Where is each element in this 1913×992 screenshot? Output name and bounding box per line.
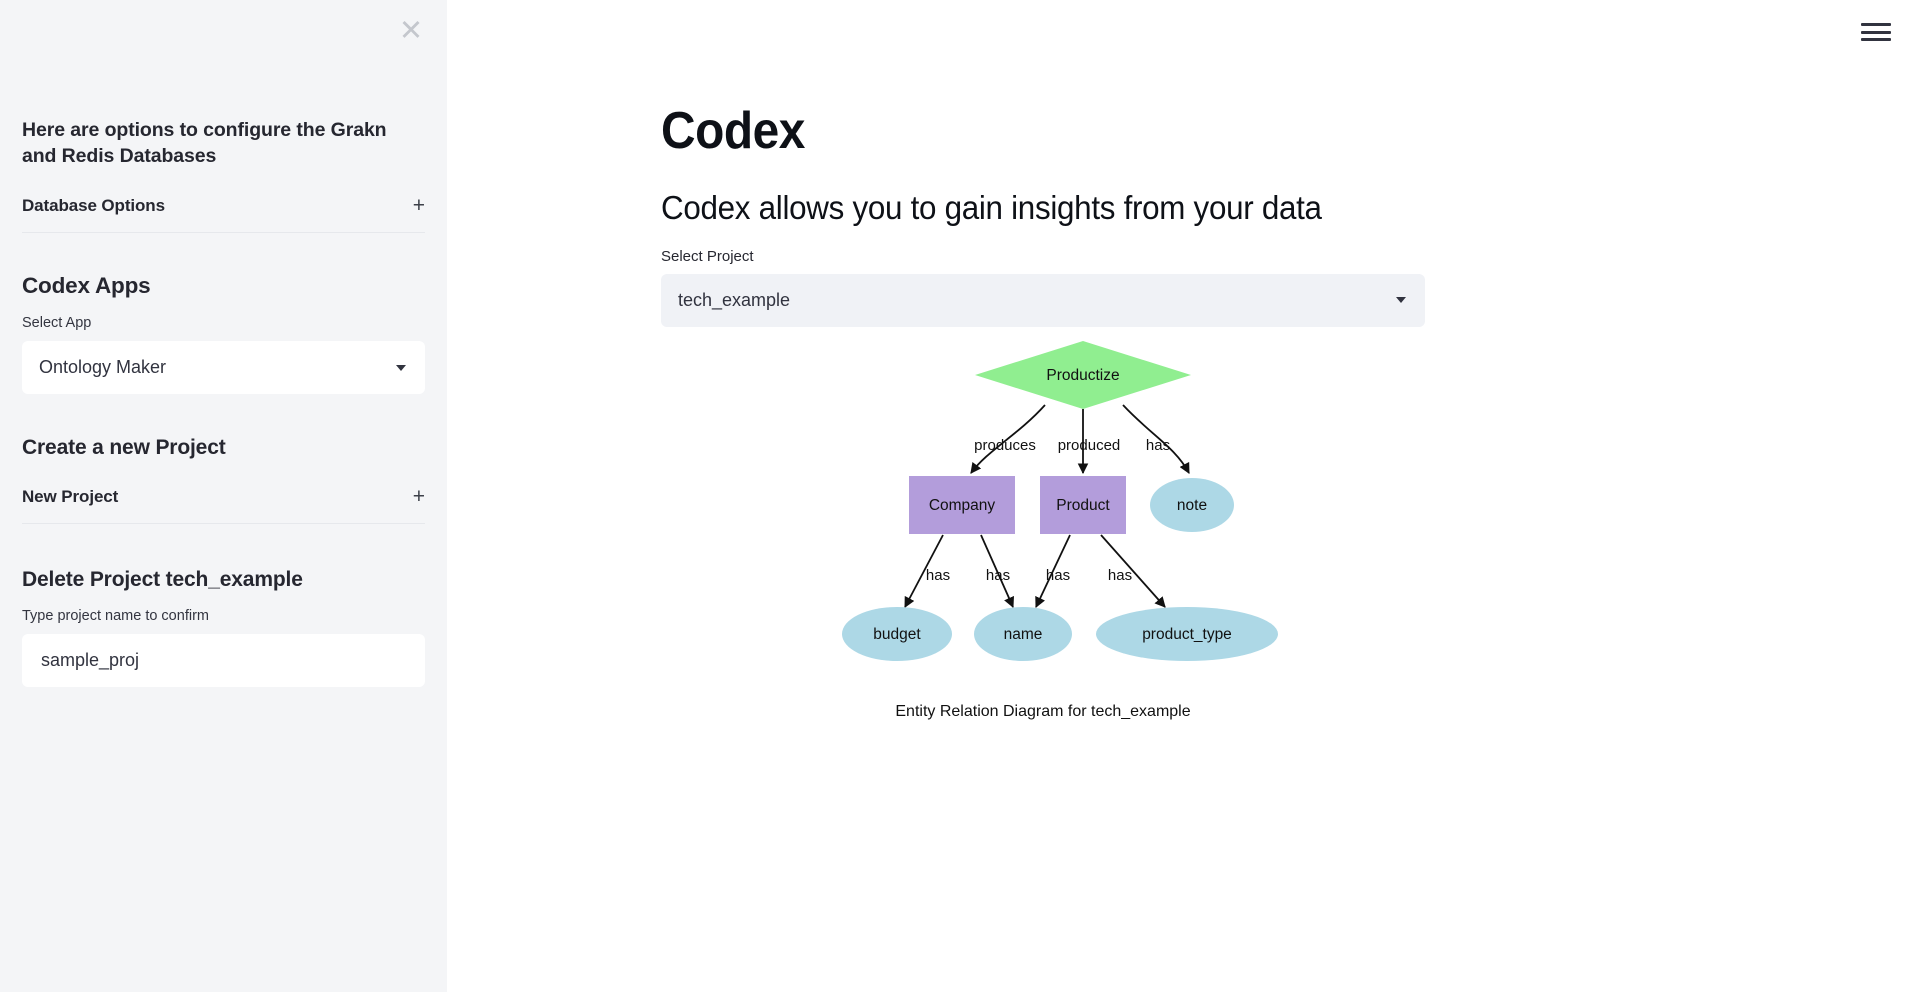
company-rect-shape	[909, 475, 1015, 534]
new-project-expander[interactable]: New Project +	[22, 485, 425, 525]
chevron-down-icon	[396, 364, 406, 371]
edge-label-has-product-type: has	[1108, 567, 1132, 584]
select-project-value: tech_example	[678, 289, 791, 310]
main-content: Codex Codex allows you to gain insights …	[447, 0, 1913, 992]
delete-confirm-input[interactable]: sample_proj	[22, 634, 425, 688]
database-options-expander[interactable]: Database Options +	[22, 194, 425, 234]
node-productize[interactable]: Productize	[975, 340, 1191, 409]
select-project-dropdown[interactable]: tech_example	[661, 273, 1425, 327]
select-project-label: Select Project	[661, 247, 754, 265]
diagram-svg: Productize Company Product note	[842, 340, 1278, 661]
node-label-company: Company	[929, 497, 996, 514]
edge-label-has-name-product: has	[1046, 567, 1070, 584]
edge-label-has-note: has	[1146, 437, 1170, 454]
node-label-note: note	[1177, 497, 1207, 514]
node-label-product-type: product_type	[1142, 626, 1232, 643]
node-label-name: name	[1004, 626, 1043, 643]
productize-diamond-shape	[975, 340, 1191, 409]
node-name[interactable]: name	[974, 606, 1072, 661]
select-app-label: Select App	[22, 315, 92, 332]
chevron-down-icon	[1396, 297, 1406, 304]
product-type-ellipse-shape	[1096, 606, 1278, 661]
node-label-budget: budget	[873, 626, 921, 643]
hamburger-menu-icon[interactable]	[1861, 20, 1891, 44]
hamburger-bar	[1861, 30, 1891, 34]
edge-company-budget	[904, 534, 944, 608]
budget-ellipse-shape	[842, 606, 952, 661]
edge-label-has-budget: has	[926, 567, 950, 584]
sidebar: ✕ Here are options to configure the Grak…	[0, 0, 447, 992]
select-app-value: Ontology Maker	[39, 357, 167, 378]
node-label-product: Product	[1056, 497, 1110, 514]
page-subtitle: Codex allows you to gain insights from y…	[661, 188, 1322, 226]
node-product[interactable]: Product	[1040, 475, 1126, 534]
name-ellipse-shape	[974, 606, 1072, 661]
product-rect-shape	[1040, 475, 1126, 534]
node-company[interactable]: Company	[909, 475, 1015, 534]
node-label-productize: Productize	[1046, 367, 1119, 384]
delete-project-title: Delete Project tech_example	[22, 568, 303, 592]
hamburger-bar	[1861, 38, 1891, 41]
diagram-edge-labels: produces produced has has has has has	[926, 437, 1170, 584]
main-inner: Codex Codex allows you to gain insights …	[447, 0, 1447, 721]
plus-icon: +	[412, 485, 425, 509]
hamburger-bar	[1861, 23, 1891, 26]
edge-company-name	[980, 534, 1014, 608]
entity-relation-diagram: Productize Company Product note	[661, 335, 1425, 721]
edge-productize-company	[970, 404, 1046, 474]
select-app-dropdown[interactable]: Ontology Maker	[22, 341, 425, 395]
note-ellipse-shape	[1150, 477, 1234, 532]
edge-label-produced: produced	[1058, 437, 1121, 454]
edge-label-produces: produces	[974, 437, 1036, 454]
node-note[interactable]: note	[1150, 477, 1234, 532]
plus-icon: +	[412, 194, 425, 218]
close-icon[interactable]: ✕	[398, 15, 424, 47]
node-product-type[interactable]: product_type	[1096, 606, 1278, 661]
diagram-edges	[904, 404, 1190, 608]
codex-apps-title: Codex Apps	[22, 273, 151, 299]
edge-product-name	[1035, 534, 1071, 608]
delete-confirm-value: sample_proj	[41, 650, 140, 671]
node-budget[interactable]: budget	[842, 606, 952, 661]
diagram-caption: Entity Relation Diagram for tech_example	[895, 702, 1191, 720]
sidebar-content: Here are options to configure the Grakn …	[22, 0, 425, 688]
edge-product-producttype	[1100, 534, 1166, 608]
page-title: Codex	[661, 102, 805, 160]
edge-productize-note	[1122, 404, 1190, 474]
database-options-label: Database Options	[22, 196, 165, 216]
sidebar-heading: Here are options to configure the Grakn …	[22, 119, 387, 167]
delete-confirm-label: Type project name to confirm	[22, 608, 209, 625]
edge-label-has-name-company: has	[986, 567, 1010, 584]
new-project-label: New Project	[22, 487, 119, 507]
create-project-title: Create a new Project	[22, 436, 226, 460]
